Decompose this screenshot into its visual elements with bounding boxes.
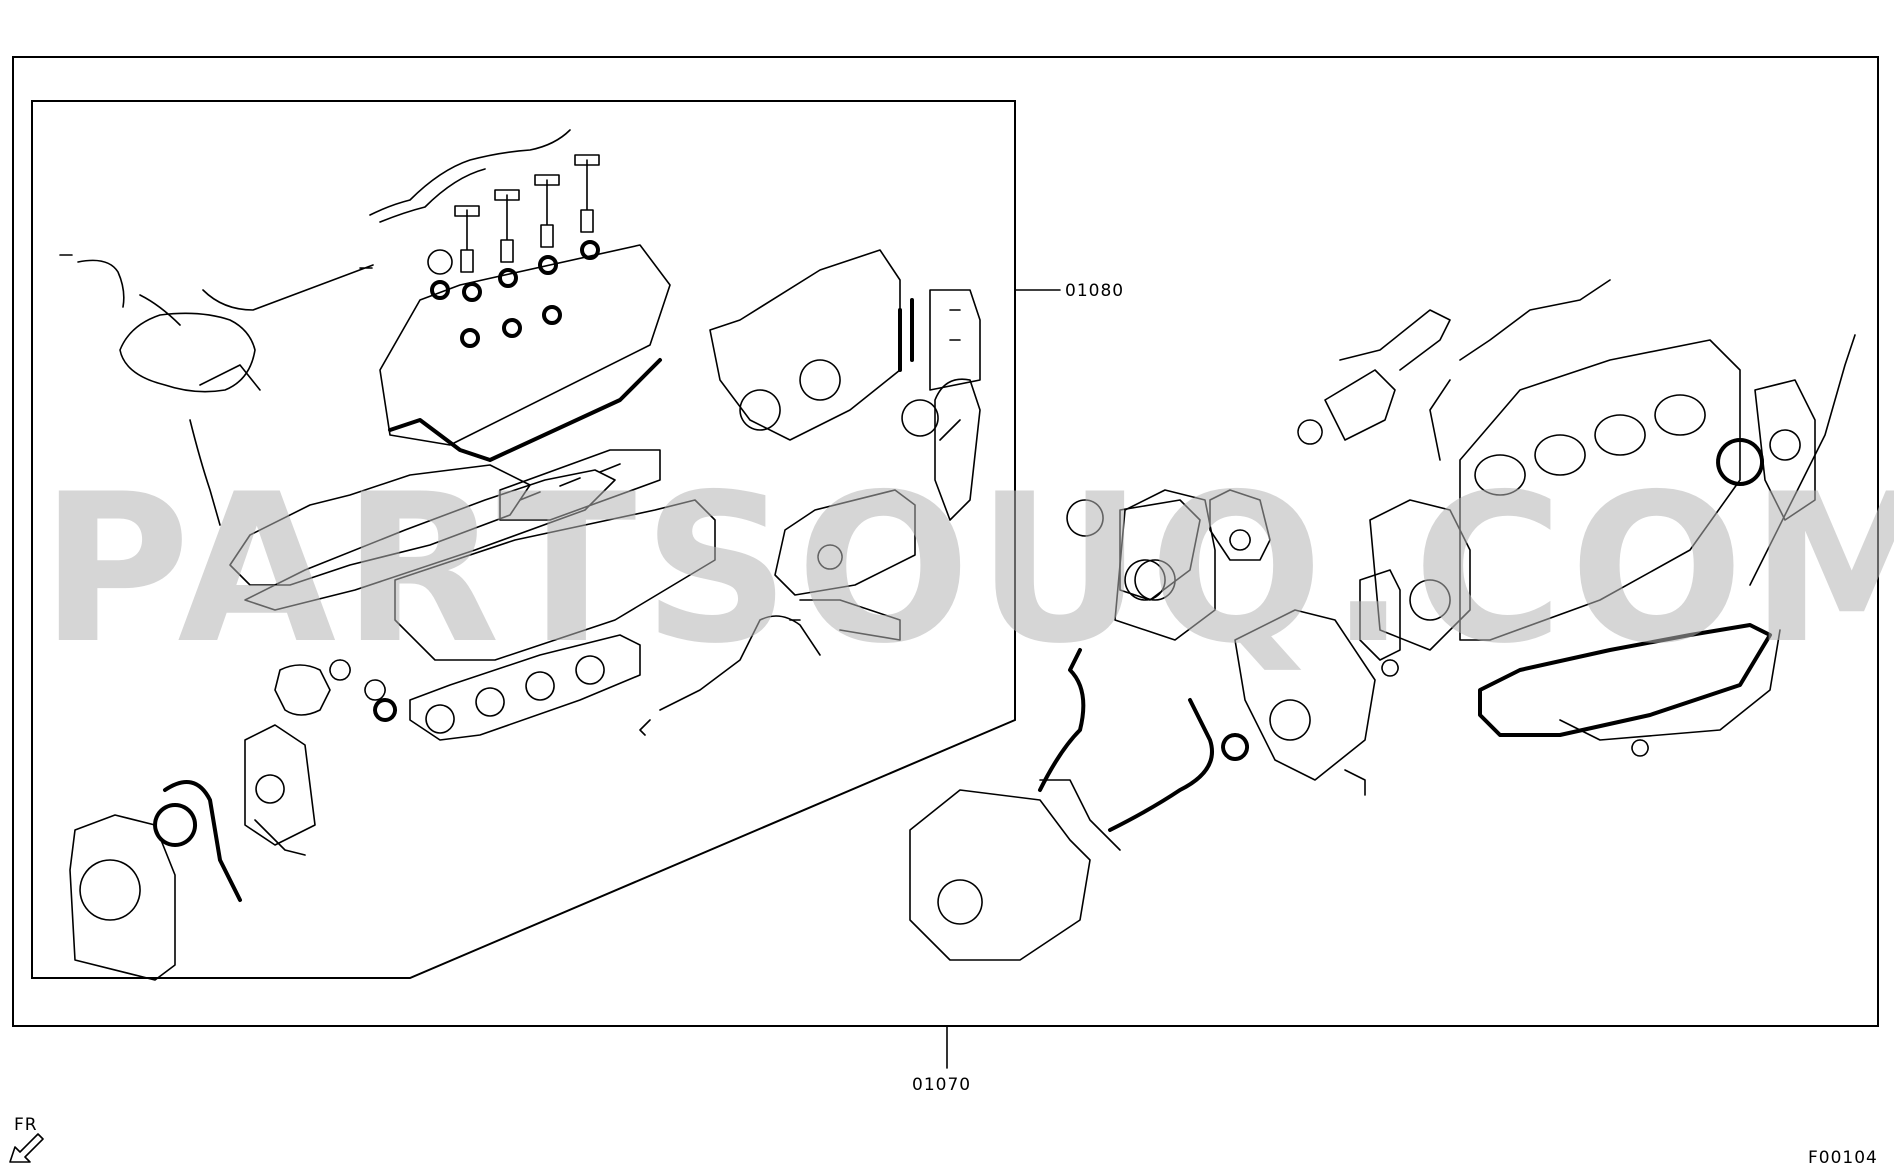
cylinder-block [1459, 339, 1741, 641]
full-kit-part-number: 01070 [912, 1075, 971, 1095]
cylinder-head [394, 499, 716, 661]
turbo-oil-return-gasket [1297, 369, 1451, 461]
timing-cover-seal-right [1108, 698, 1214, 832]
upper-kit-frame [31, 100, 1016, 979]
cylinder-head-gasket [409, 634, 641, 741]
turbo-oil-pipe [59, 254, 374, 326]
subkit-part-number: 01080 [1065, 281, 1124, 301]
egr-cooler-gasket [774, 489, 916, 596]
timing-case-gasket [244, 724, 316, 856]
water-outlet-gasket [934, 378, 981, 521]
timing-cover-seal-left [1038, 648, 1086, 792]
water-pump-gasket [1209, 489, 1271, 561]
dipstick-tube [1749, 334, 1856, 586]
egr-pipe-gasket [274, 659, 386, 716]
rear-oil-seal-retainer [1754, 379, 1816, 521]
intake-manifold-gasket [499, 449, 661, 521]
front-oil-seal [1221, 733, 1250, 761]
upper-kit-parts [59, 129, 981, 981]
oil-pan-gasket [1478, 623, 1772, 737]
thermostat-housing-gasket [1119, 499, 1201, 601]
oil-cooler-gasket [709, 249, 901, 441]
front-direction-label: FR [14, 1115, 38, 1135]
front-timing-cover-gasket [69, 814, 176, 981]
timing-belt-cover-gasket [909, 789, 1091, 961]
valve-cover-gasket [379, 244, 671, 446]
rear-crank-seal [1716, 438, 1765, 486]
watermark: PARTSOUQ.COM [40, 451, 1894, 689]
front-cover-gasket-lower [1369, 499, 1471, 651]
figure-code: F00104 [1808, 1148, 1878, 1168]
full-kit-frame [12, 56, 1879, 1027]
oil-feed-pipe [639, 615, 821, 736]
crankshaft-front-seal [153, 780, 242, 902]
lower-kit-parts [909, 279, 1856, 961]
front-direction-arrow-icon [9, 1133, 44, 1163]
injector-set [369, 129, 600, 273]
turbocharger-gasket-group [119, 312, 261, 526]
